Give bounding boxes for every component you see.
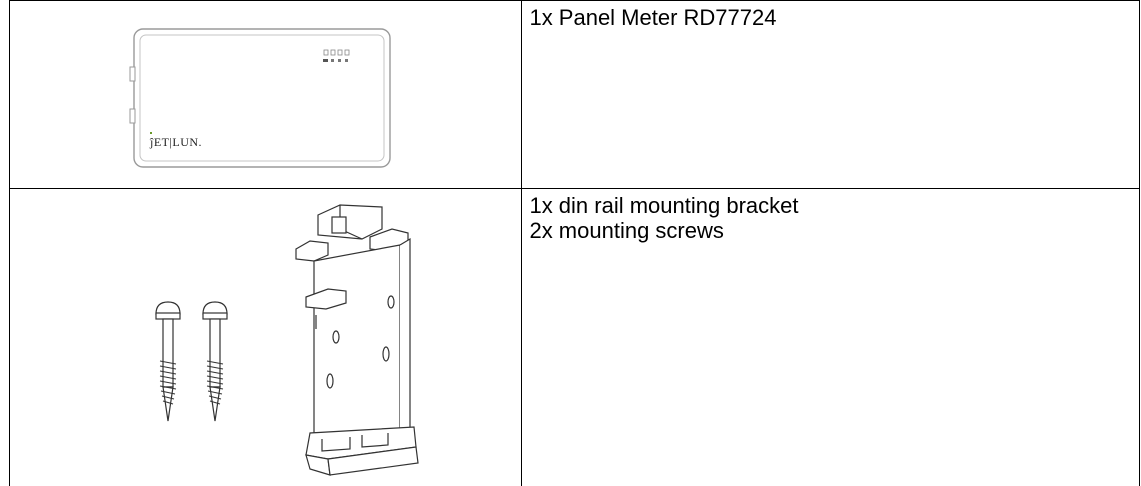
table-row: 1x din rail mounting bracket 2x mounting… — [8, 188, 1140, 486]
description-cell: 1x din rail mounting bracket 2x mounting… — [521, 188, 1140, 486]
bracket-and-screws-illustration — [10, 189, 521, 486]
item-description: 1x din rail mounting bracket 2x mounting… — [522, 189, 1139, 243]
image-cell — [8, 188, 523, 486]
din-rail-bracket — [295, 204, 419, 476]
description-line: 1x din rail mounting bracket — [529, 193, 799, 218]
indicator-leds — [323, 49, 350, 62]
package-contents-table: ĵET|LUN. 1x Panel Meter RD77724 — [8, 0, 1140, 486]
description-line: 1x Panel Meter RD77724 — [529, 5, 777, 30]
description-line: 2x mounting screws — [529, 218, 724, 243]
panel-meter-drawing: ĵET|LUN. — [129, 28, 391, 168]
description-cell: 1x Panel Meter RD77724 — [521, 0, 1140, 189]
screw-1 — [155, 301, 181, 422]
panel-meter-illustration: ĵET|LUN. — [10, 1, 521, 188]
image-cell: ĵET|LUN. — [8, 0, 523, 189]
screw-2 — [202, 301, 228, 422]
bracket-and-screws-drawing — [155, 204, 419, 476]
item-description: 1x Panel Meter RD77724 — [522, 1, 1139, 30]
table-row: ĵET|LUN. 1x Panel Meter RD77724 — [8, 0, 1140, 189]
jetlun-logo: ĵET|LUN. — [149, 135, 202, 149]
